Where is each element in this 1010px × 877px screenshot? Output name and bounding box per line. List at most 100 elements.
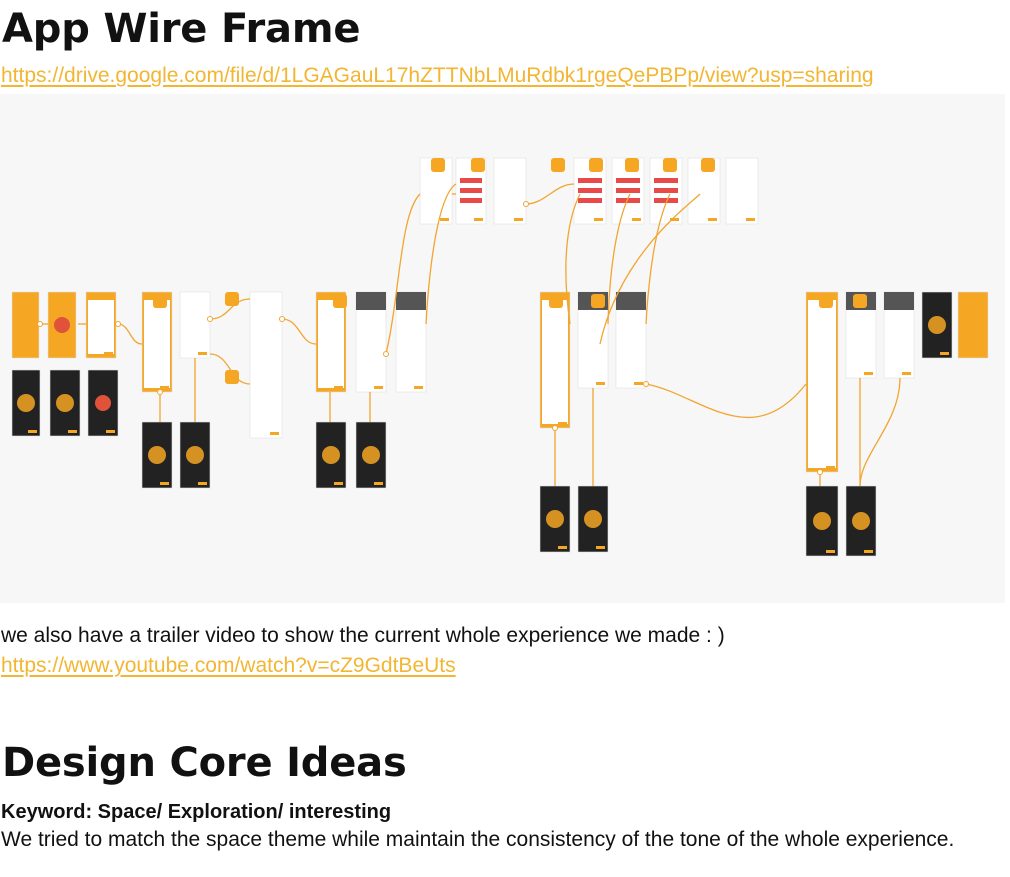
wireframe-diagram [11, 157, 989, 557]
back-button [551, 158, 565, 172]
screen-frame [957, 291, 989, 359]
section-title: Design Core Ideas [2, 740, 407, 786]
planet-graphic [852, 512, 870, 530]
screen-button [558, 546, 567, 549]
flow-arrow [645, 383, 807, 418]
screen-content [144, 300, 170, 388]
connector-dot [383, 351, 389, 357]
back-button [853, 294, 867, 308]
screen-button [746, 218, 755, 221]
screen-frame [179, 421, 211, 489]
flow-arrow [525, 183, 575, 205]
red-option [654, 198, 678, 203]
red-option [616, 198, 640, 203]
back-button [471, 158, 485, 172]
planet-graphic [186, 446, 204, 464]
screen-button [198, 482, 207, 485]
connector-dot [279, 316, 285, 322]
back-button [819, 294, 833, 308]
back-button [225, 370, 239, 384]
screen-button [596, 546, 605, 549]
screen-button [334, 482, 343, 485]
back-button [701, 158, 715, 172]
youtube-link[interactable]: https://www.youtube.com/watch?v=cZ9GdtBe… [1, 654, 456, 677]
connector-dot [115, 321, 121, 327]
connector-dot [552, 425, 558, 431]
keyword-line: Keyword: Space/ Exploration/ interesting [1, 801, 392, 823]
screen-button [334, 386, 343, 389]
red-option [616, 178, 640, 183]
screen-button [558, 422, 567, 425]
red-option [654, 188, 678, 193]
screen-button [106, 430, 115, 433]
drive-link[interactable]: https://drive.google.com/file/d/1LGAGauL… [1, 64, 874, 87]
page-title: App Wire Frame [2, 6, 361, 52]
connector-dot [523, 201, 529, 207]
flow-arrow [209, 353, 251, 385]
body-text: We tried to match the space theme while … [1, 828, 955, 851]
screen-button [596, 382, 605, 385]
back-button [153, 294, 167, 308]
flow-arrow [645, 193, 671, 325]
screen-button [270, 432, 279, 435]
planet-graphic [54, 317, 70, 333]
screen-button [594, 218, 603, 221]
back-button [589, 158, 603, 172]
screen-header [616, 292, 646, 310]
screen-content [808, 300, 836, 468]
screen-button [68, 430, 77, 433]
screen-button [374, 386, 383, 389]
screen-button [27, 352, 36, 355]
screen-header [396, 292, 426, 310]
screen-button [864, 550, 873, 553]
red-option [460, 188, 482, 193]
screen-button [864, 372, 873, 375]
screen-button [160, 482, 169, 485]
planet-graphic [322, 446, 340, 464]
planet-graphic [928, 316, 946, 334]
back-button [663, 158, 677, 172]
planet-graphic [148, 446, 166, 464]
connector-dot [157, 389, 163, 395]
screen-frame [249, 291, 283, 439]
screen-button [514, 218, 523, 221]
screen-button [708, 218, 717, 221]
screen-frame [179, 291, 211, 359]
flow-arrow [281, 318, 317, 345]
screen-header [356, 292, 386, 310]
screen-content [542, 300, 568, 424]
red-option [460, 178, 482, 183]
back-button [625, 158, 639, 172]
screen-button [64, 352, 73, 355]
screen-button [198, 352, 207, 355]
back-button [591, 294, 605, 308]
flow-arrow [117, 323, 143, 345]
screen-button [826, 550, 835, 553]
screen-button [976, 352, 985, 355]
connector-dot [643, 381, 649, 387]
flow-arrow [385, 193, 421, 355]
back-button [333, 294, 347, 308]
connector-dot [207, 316, 213, 322]
screen-button [440, 218, 449, 221]
red-option [578, 178, 602, 183]
red-option [578, 188, 602, 193]
screen-button [634, 382, 643, 385]
screen-button [160, 386, 169, 389]
red-option [654, 178, 678, 183]
connector-dot [37, 321, 43, 327]
flow-arrow [607, 193, 631, 325]
screen-button [474, 218, 483, 221]
screen-button [374, 482, 383, 485]
screen-button [826, 466, 835, 469]
planet-graphic [813, 512, 831, 530]
flow-arrow [209, 298, 251, 320]
red-option [616, 188, 640, 193]
screen-button [632, 218, 641, 221]
screen-button [104, 352, 113, 355]
flow-arrow [859, 377, 901, 487]
red-option [578, 198, 602, 203]
screen-frame [11, 291, 40, 359]
back-button [225, 292, 239, 306]
screen-content [88, 300, 114, 354]
